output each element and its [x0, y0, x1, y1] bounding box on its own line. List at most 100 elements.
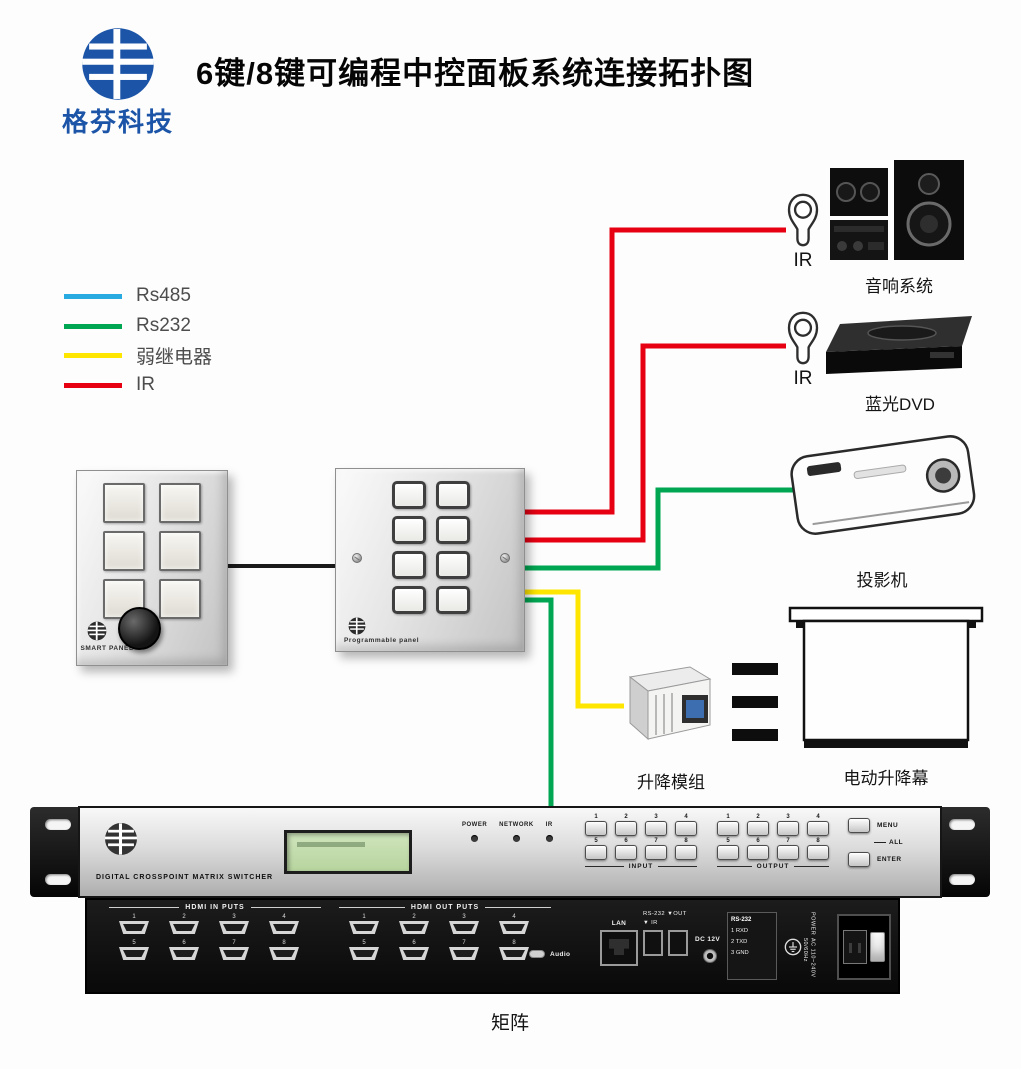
power-led: POWER: [462, 822, 487, 842]
ac-power-inlet: [837, 914, 891, 980]
menu-label: MENU: [877, 822, 899, 829]
programmable-panel-8key: Programmable panel: [335, 468, 525, 652]
port-number: 6: [182, 940, 186, 946]
panel-key: [392, 481, 426, 509]
ir-port: [668, 930, 688, 957]
panel-key: [159, 483, 201, 523]
wire-relay-lift: [525, 589, 624, 709]
audio-output: Audio: [529, 950, 570, 958]
hdmi-port: [269, 921, 299, 934]
hdmi-port: [449, 947, 479, 960]
enter-row: ENTER: [848, 852, 940, 867]
hdmi-port: [349, 921, 379, 934]
all-label: ALL: [889, 839, 904, 846]
wire-ir-audio: [525, 227, 786, 515]
all-row: ALL: [874, 839, 940, 846]
matrix-key: [585, 821, 607, 836]
lcd-text-line: [297, 842, 365, 847]
key-row: [717, 821, 829, 836]
led-dot: [512, 835, 520, 842]
hdmi-port-cell: 5: [111, 940, 157, 960]
programmable-panel-keys: [392, 481, 470, 614]
hdmi-port: [219, 947, 249, 960]
port-number: 3: [232, 914, 236, 920]
audio-jack-icon: [529, 950, 545, 958]
matrix-key: [675, 845, 697, 860]
hdmi-port-cell: 8: [261, 940, 307, 960]
electric-screen-label: 电动升降幕: [843, 769, 929, 788]
legend-swatch-ir: [64, 382, 122, 388]
smart-panel-brand: SMART PANEL: [80, 645, 134, 652]
port-number: 2: [412, 914, 416, 920]
dc-power-input: DC 12V: [695, 936, 720, 963]
panel-key: [436, 481, 470, 509]
port-number: 7: [462, 940, 466, 946]
hdmi-port: [499, 947, 529, 960]
key-row: [585, 821, 697, 836]
hdmi-port-cell: 1: [341, 914, 387, 934]
input-button-group: 1 2 3 4 5 6 7 8 INPUT: [585, 814, 697, 870]
dc-label: DC 12V: [695, 936, 721, 943]
hdmi-port-cell: 8: [491, 940, 537, 960]
gefen-logo-icon: [348, 617, 366, 635]
screw-icon: [500, 553, 510, 563]
rs232-terminal: RS-232 1 RXD 2 TXD 3 GND: [727, 912, 777, 980]
panel-key: [103, 483, 145, 523]
port-number: 8: [512, 940, 516, 946]
hdmi-port-cell: 6: [391, 940, 437, 960]
ir-emitter-icon: [784, 192, 822, 248]
key-number: 7: [654, 838, 658, 844]
rs232-out-label: RS-232 ▼OUT: [643, 911, 687, 917]
key-number: 7: [786, 838, 790, 844]
projector-label: 投影机: [856, 571, 908, 590]
key-number: 4: [816, 814, 820, 820]
screen-link-bar: [732, 696, 778, 708]
lan-label: LAN: [611, 920, 627, 927]
key-number: 6: [624, 838, 628, 844]
power-switch: [870, 932, 885, 962]
panel-key: [436, 586, 470, 614]
smart-panel-keys: [103, 483, 201, 619]
bluray-label: 蓝光DVD: [865, 395, 935, 414]
matrix-key: [615, 821, 637, 836]
rack-ear: [30, 807, 86, 897]
hdmi-port-cell: 3: [211, 914, 257, 934]
key-row: [585, 845, 697, 860]
network-led: NETWORK: [499, 822, 534, 842]
hdmi-port-cell: 7: [441, 940, 487, 960]
matrix-key: [717, 821, 739, 836]
hdmi-port-cell: 7: [211, 940, 257, 960]
port-number: 4: [512, 914, 516, 920]
panel-key: [103, 531, 145, 571]
key-numbers: 1 2 3 4: [585, 814, 697, 820]
audio-system-label: 音响系统: [865, 277, 933, 296]
enter-button: [848, 852, 870, 867]
rj-ports: [643, 930, 701, 957]
legend-item-ir: IR: [64, 374, 155, 395]
hdmi-outputs-label: HDMI OUT PUTS: [339, 904, 552, 911]
legend-item-rs485: Rs485: [64, 285, 191, 306]
hdmi-port: [169, 921, 199, 934]
ir-led: IR: [545, 822, 553, 842]
panel-key: [436, 551, 470, 579]
key-numbers: 5 6 7 8: [585, 838, 697, 844]
hdmi-input-ports: 1 2 3 4 5 6 7 8: [111, 914, 307, 960]
key-number: 5: [594, 838, 598, 844]
electric-screen-icon: [788, 600, 984, 760]
screen-link-bar: [732, 729, 778, 741]
terminal-pin: 1 RXD: [731, 928, 749, 934]
hdmi-port-cell: 6: [161, 940, 207, 960]
matrix-label: 矩阵: [490, 1013, 529, 1034]
input-group-label: INPUT: [585, 863, 697, 870]
hdmi-output-ports: 1 2 3 4 5 6 7 8: [341, 914, 537, 960]
matrix-key: [747, 821, 769, 836]
page-title: 6键/8键可编程中控面板系统连接拓扑图: [196, 56, 755, 91]
hdmi-port: [119, 947, 149, 960]
hdmi-port: [399, 921, 429, 934]
gefen-logo-icon: [104, 822, 138, 856]
key-number: 2: [756, 814, 760, 820]
hdmi-port-cell: 2: [391, 914, 437, 934]
matrix-key: [645, 821, 667, 836]
